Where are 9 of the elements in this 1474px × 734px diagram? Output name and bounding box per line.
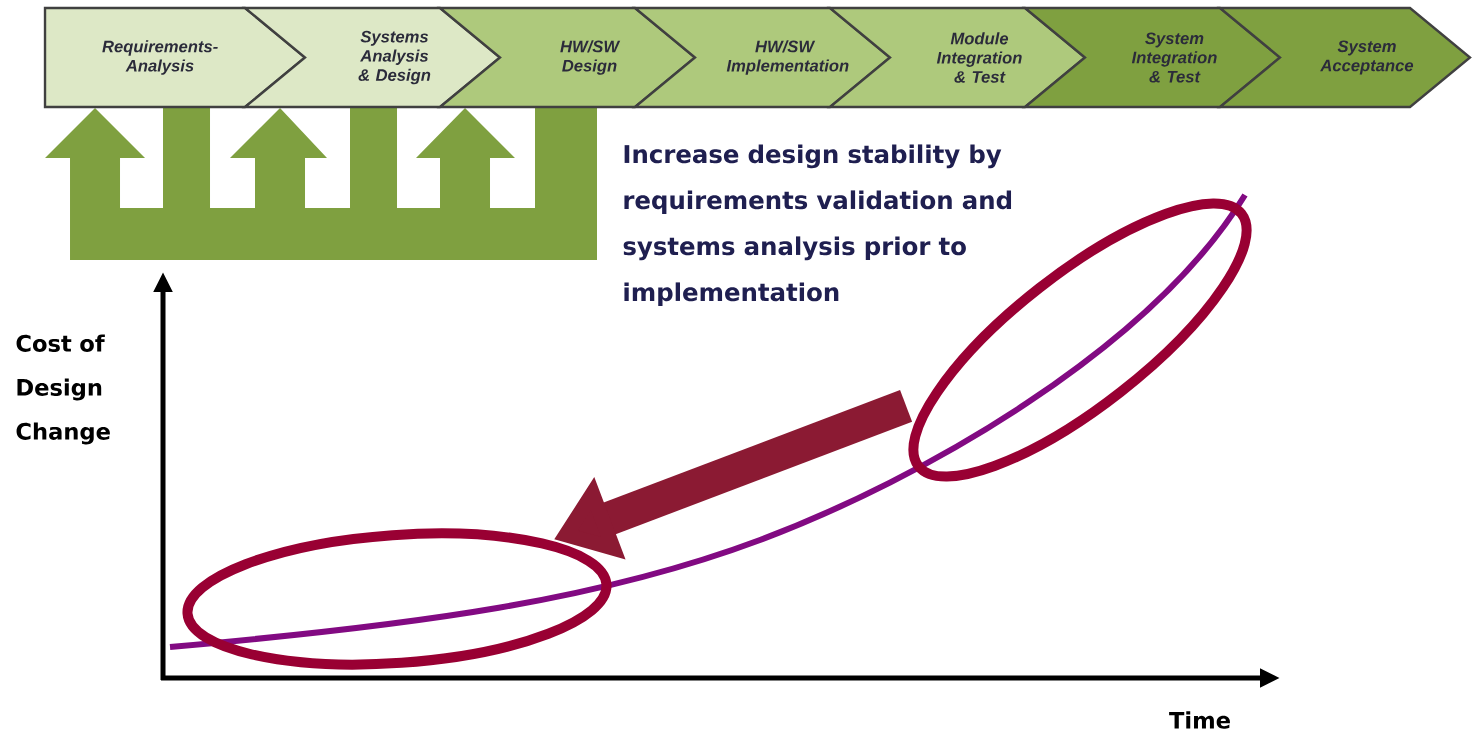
process-step: Systems Analysis & Design xyxy=(241,6,502,109)
axis-label: Time xyxy=(1169,711,1230,729)
annotation-text: Increase design stability by requirements validation and systems analysis prior to implementation xyxy=(623,144,1012,306)
process-step: HW/SW Implementation xyxy=(631,6,892,109)
axis-label: Cost of Design Change xyxy=(16,334,110,445)
process-step: System Acceptance xyxy=(1216,6,1472,109)
process-step: HW/SW Design xyxy=(436,6,697,109)
process-step: System Integration & Test xyxy=(1021,6,1282,109)
node-label: System Acceptance xyxy=(1320,40,1414,75)
